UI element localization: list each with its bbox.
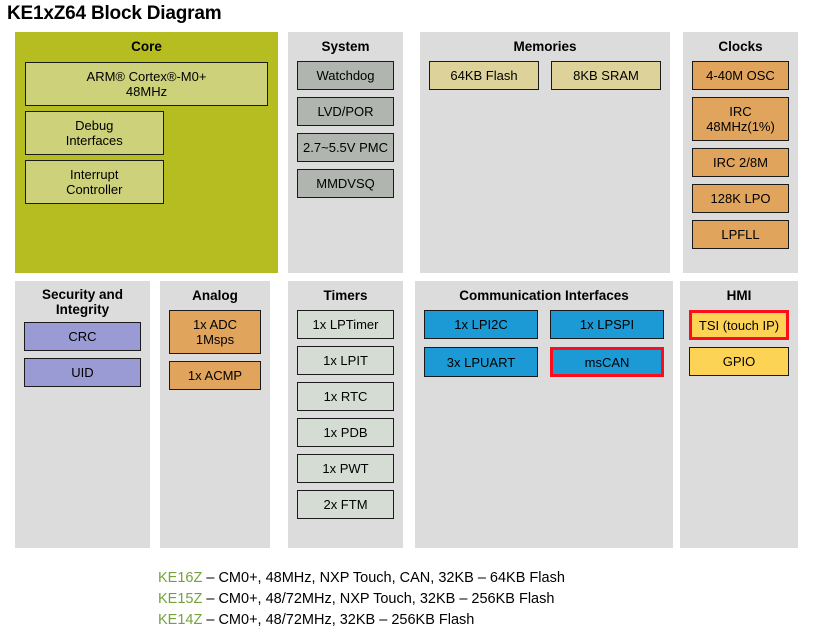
panel-title-communication: Communication Interfaces [459,288,629,303]
block-lpi2c[interactable]: 1x LPI2C [424,310,538,339]
panel-security-integrity: Security and Integrity CRC UID [15,281,150,548]
panel-memories: Memories 64KB Flash 8KB SRAM [420,32,670,273]
block-lvd-por[interactable]: LVD/POR [297,97,394,126]
panel-hmi-blocks: TSI (touch IP) GPIO [680,303,798,376]
panel-system: System Watchdog LVD/POR 2.7~5.5V PMC MMD… [288,32,403,273]
footer-line: KE15Z – CM0+, 48/72MHz, NXP Touch, 32KB … [158,589,565,610]
panel-memories-blocks: 64KB Flash 8KB SRAM [420,54,670,90]
panel-clocks: Clocks 4-40M OSC IRC 48MHz(1%) IRC 2/8M … [683,32,798,273]
block-lpit[interactable]: 1x LPIT [297,346,394,375]
part-number-ke14z: KE14Z [158,612,203,628]
block-lptimer[interactable]: 1x LPTimer [297,310,394,339]
block-osc[interactable]: 4-40M OSC [692,61,789,90]
part-desc-ke15z: – CM0+, 48/72MHz, NXP Touch, 32KB – 256K… [202,591,555,607]
panel-title-timers: Timers [323,288,368,303]
block-mscan[interactable]: msCAN [550,347,664,377]
block-lpspi[interactable]: 1x LPSPI [550,310,664,339]
block-rtc[interactable]: 1x RTC [297,382,394,411]
block-irc-2-8m[interactable]: IRC 2/8M [692,148,789,177]
panel-title-clocks: Clocks [718,39,763,54]
panel-hmi: HMI TSI (touch IP) GPIO [680,281,798,548]
panel-title-security: Security and Integrity [41,287,124,317]
footer-line: KE14Z – CM0+, 48/72MHz, 32KB – 256KB Fla… [158,610,565,631]
block-ftm[interactable]: 2x FTM [297,490,394,519]
panel-title-analog: Analog [192,288,238,303]
block-crc[interactable]: CRC [24,322,141,351]
part-number-ke15z: KE15Z [158,591,203,607]
part-desc-ke14z: – CM0+, 48/72MHz, 32KB – 256KB Flash [202,612,475,628]
block-uid[interactable]: UID [24,358,141,387]
block-lpfll[interactable]: LPFLL [692,220,789,249]
panel-core: Core ARM® Cortex®-M0+ 48MHz Debug Interf… [15,32,278,273]
block-pwt[interactable]: 1x PWT [297,454,394,483]
block-gpio[interactable]: GPIO [689,347,789,376]
block-lpuart[interactable]: 3x LPUART [424,347,538,377]
panel-system-blocks: Watchdog LVD/POR 2.7~5.5V PMC MMDVSQ [288,54,403,198]
block-adc[interactable]: 1x ADC 1Msps [169,310,261,354]
panel-communication-interfaces: Communication Interfaces 1x LPI2C 1x LPS… [415,281,673,548]
panel-title-system: System [321,39,370,54]
part-desc-ke16z: – CM0+, 48MHz, NXP Touch, CAN, 32KB – 64… [202,570,565,586]
block-watchdog[interactable]: Watchdog [297,61,394,90]
panel-core-blocks: ARM® Cortex®-M0+ 48MHz Debug Interfaces … [15,54,278,204]
panel-timers-blocks: 1x LPTimer 1x LPIT 1x RTC 1x PDB 1x PWT … [288,303,403,519]
block-tsi[interactable]: TSI (touch IP) [689,310,789,340]
footer-line: KE16Z – CM0+, 48MHz, NXP Touch, CAN, 32K… [158,568,565,589]
panel-analog-blocks: 1x ADC 1Msps 1x ACMP [160,303,270,390]
block-acmp[interactable]: 1x ACMP [169,361,261,390]
block-pmc[interactable]: 2.7~5.5V PMC [297,133,394,162]
block-128k-lpo[interactable]: 128K LPO [692,184,789,213]
block-flash[interactable]: 64KB Flash [429,61,539,90]
panel-clocks-blocks: 4-40M OSC IRC 48MHz(1%) IRC 2/8M 128K LP… [683,54,798,249]
block-pdb[interactable]: 1x PDB [297,418,394,447]
block-arm-cortex-m0[interactable]: ARM® Cortex®-M0+ 48MHz [25,62,268,106]
block-debug-interfaces[interactable]: Debug Interfaces [25,111,164,155]
block-interrupt-controller[interactable]: Interrupt Controller [25,160,164,204]
block-mmdvsq[interactable]: MMDVSQ [297,169,394,198]
panel-communication-blocks: 1x LPI2C 1x LPSPI 3x LPUART msCAN [415,303,673,377]
panel-title-hmi: HMI [726,288,752,303]
panel-title-memories: Memories [513,39,577,54]
part-number-ke16z: KE16Z [158,570,203,586]
panel-timers: Timers 1x LPTimer 1x LPIT 1x RTC 1x PDB … [288,281,403,548]
page-title: KE1xZ64 Block Diagram [7,3,222,24]
panel-title-core: Core [131,39,162,54]
panel-analog: Analog 1x ADC 1Msps 1x ACMP [160,281,270,548]
block-sram[interactable]: 8KB SRAM [551,61,661,90]
block-irc-48mhz[interactable]: IRC 48MHz(1%) [692,97,789,141]
footer-notes: KE16Z – CM0+, 48MHz, NXP Touch, CAN, 32K… [158,568,565,631]
panel-security-blocks: CRC UID [15,317,150,387]
